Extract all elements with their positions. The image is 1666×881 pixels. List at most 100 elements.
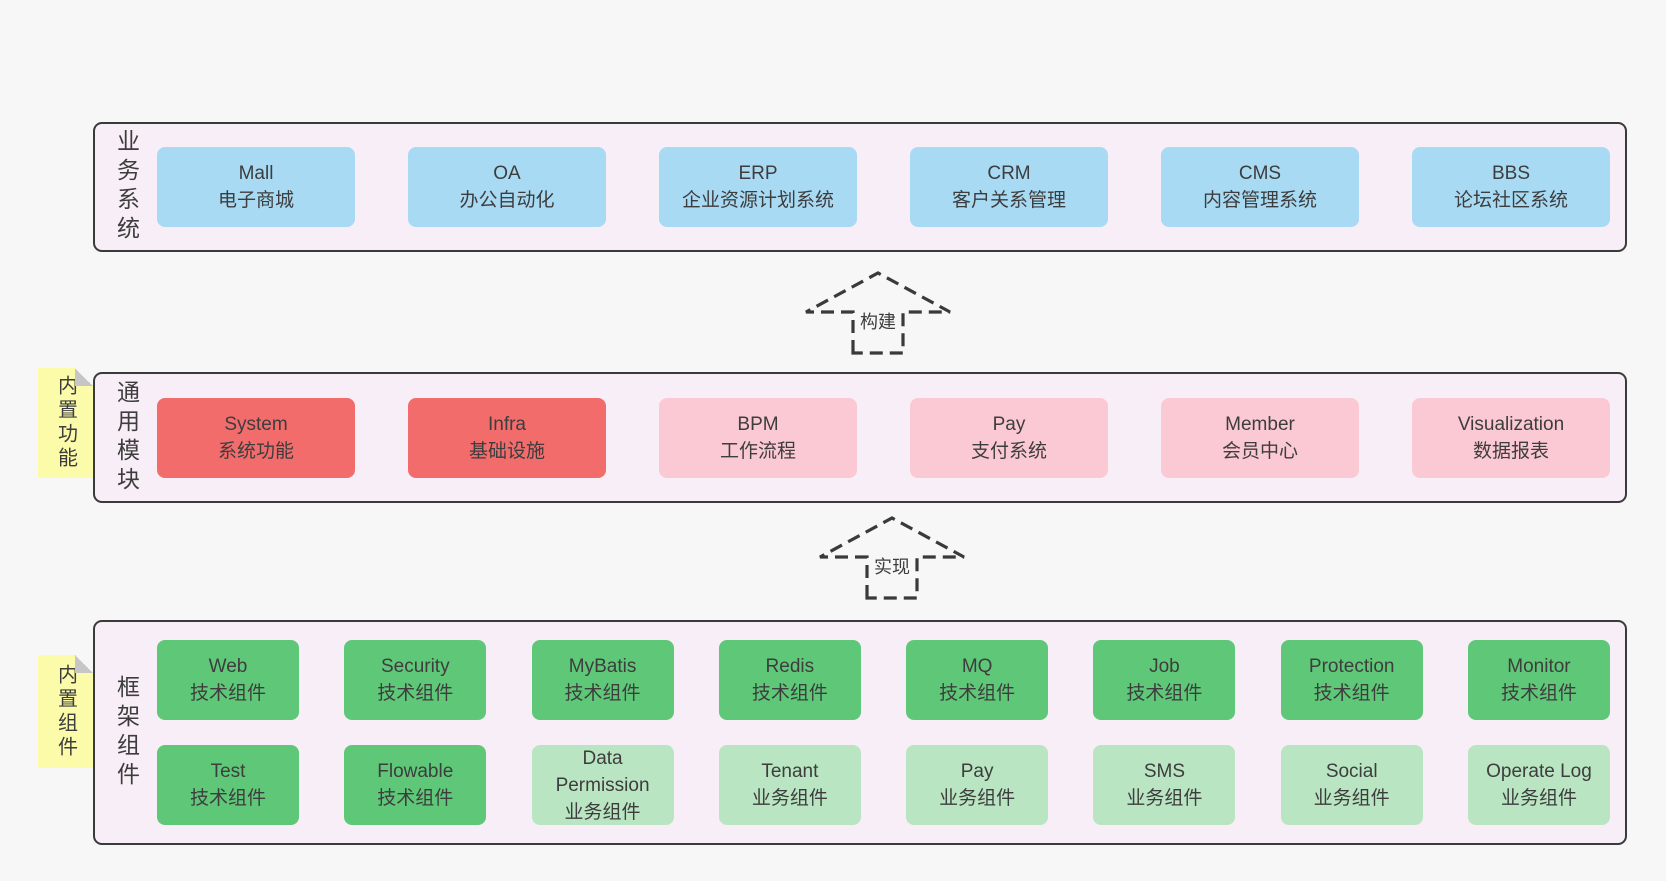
box-subtitle: 业务组件 <box>939 788 1016 809</box>
box-title: Protection <box>1308 656 1395 677</box>
box-subtitle: 技术组件 <box>377 788 454 809</box>
arrow-implement: 实现 <box>817 515 967 601</box>
box-title: Member <box>1225 413 1295 435</box>
arrow-build: 构建 <box>803 270 953 356</box>
box-title: SMS <box>1143 761 1185 782</box>
box-bpm: BPM 工作流程 <box>659 397 857 478</box>
box-subtitle: 业务组件 <box>751 788 828 809</box>
box-monitor: Monitor 技术组件 <box>1467 640 1610 720</box>
component-row-1: Web 技术组件 Security 技术组件 MyBatis 技术组件 Redi… <box>157 640 1610 720</box>
business-boxes: Mall 电子商城 OA 办公自动化 ERP 企业资源计划系统 CRM 客户关系… <box>157 124 1625 250</box>
layer-framework-components: 框架组件 Web 技术组件 Security 技术组件 MyBatis 技术组件… <box>93 620 1627 845</box>
layer-label-text: 业务系统 <box>113 129 140 245</box>
note-text: 内置组件 <box>54 663 77 760</box>
box-mall: Mall 电子商城 <box>157 147 355 227</box>
box-mybatis: MyBatis 技术组件 <box>531 640 674 720</box>
box-cms: CMS 内容管理系统 <box>1161 147 1359 227</box>
box-title: BBS <box>1491 163 1531 184</box>
box-subtitle: 技术组件 <box>1313 683 1390 704</box>
up-arrow-icon <box>805 271 951 355</box>
box-subtitle: 企业资源计划系统 <box>681 190 834 211</box>
arrow-implement-label: 实现 <box>871 555 913 579</box>
box-title: CMS <box>1238 163 1282 184</box>
box-subtitle: 业务组件 <box>564 801 641 823</box>
layer-label-text: 框架组件 <box>113 674 140 791</box>
box-subtitle: 数据报表 <box>1472 440 1549 462</box>
box-title: Web <box>208 656 248 677</box>
box-subtitle: 业务组件 <box>1313 788 1390 809</box>
box-title: OA <box>493 163 521 184</box>
layer-label-modules: 通用模块 <box>95 374 157 501</box>
box-title: ERP <box>738 163 778 184</box>
box-title: Pay <box>992 413 1026 435</box>
box-protection: Protection 技术组件 <box>1280 640 1423 720</box>
box-data-permission: Data Permission 业务组件 <box>531 745 674 825</box>
box-subtitle: 基础设施 <box>468 440 545 462</box>
box-subtitle: 业务组件 <box>1500 788 1577 809</box>
box-job: Job 技术组件 <box>1093 640 1236 720</box>
box-title: Infra <box>487 413 527 435</box>
box-subtitle: 技术组件 <box>564 683 641 704</box>
box-title: MQ <box>961 656 993 677</box>
box-subtitle: 系统功能 <box>217 440 294 462</box>
box-title: System <box>224 413 288 435</box>
layer-common-modules: 通用模块 System 系统功能 Infra 基础设施 BPM 工作流程 Pay… <box>93 372 1627 503</box>
box-subtitle: 内容管理系统 <box>1202 190 1317 211</box>
layer-business-systems: 业务系统 Mall 电子商城 OA 办公自动化 ERP 企业资源计划系统 CRM… <box>93 122 1627 252</box>
box-test: Test 技术组件 <box>157 745 299 825</box>
box-web: Web 技术组件 <box>157 640 299 720</box>
box-title: Monitor <box>1507 656 1571 677</box>
box-title: Social <box>1325 761 1378 782</box>
box-tenant: Tenant 业务组件 <box>718 745 861 825</box>
box-title: BPM <box>737 413 779 435</box>
note-fold-corner-icon <box>75 655 93 673</box>
box-title: Operate Log <box>1486 761 1592 782</box>
box-pay-module: Pay 支付系统 <box>910 397 1108 478</box>
box-visualization: Visualization 数据报表 <box>1412 397 1610 478</box>
box-subtitle: 技术组件 <box>377 683 454 704</box>
note-fold-corner-icon <box>75 368 93 386</box>
box-infra: Infra 基础设施 <box>408 397 606 478</box>
box-title: Job <box>1149 656 1180 677</box>
box-crm: CRM 客户关系管理 <box>910 147 1108 227</box>
box-title: Redis <box>765 656 815 677</box>
box-title: Data Permission <box>555 747 650 796</box>
business-row: Mall 电子商城 OA 办公自动化 ERP 企业资源计划系统 CRM 客户关系… <box>157 147 1610 227</box>
module-boxes: System 系统功能 Infra 基础设施 BPM 工作流程 Pay 支付系统… <box>157 374 1625 501</box>
box-subtitle: 会员中心 <box>1221 440 1298 462</box>
box-subtitle: 电子商城 <box>217 190 294 211</box>
box-subtitle: 支付系统 <box>970 440 1047 462</box>
box-title: Flowable <box>377 761 454 782</box>
box-erp: ERP 企业资源计划系统 <box>659 147 857 227</box>
up-arrow-icon <box>819 516 965 600</box>
sticky-note-built-in-components: 内置组件 <box>38 655 93 768</box>
note-text: 内置功能 <box>54 375 77 471</box>
arrow-build-label: 构建 <box>857 310 899 334</box>
box-title: MyBatis <box>568 656 637 677</box>
layer-label-components: 框架组件 <box>95 622 157 843</box>
box-title: Security <box>380 656 450 677</box>
box-subtitle: 论坛社区系统 <box>1453 190 1568 211</box>
component-row-2: Test 技术组件 Flowable 技术组件 Data Permission … <box>157 745 1610 825</box>
box-title: CRM <box>987 163 1031 184</box>
box-subtitle: 工作流程 <box>719 440 796 462</box>
box-subtitle: 客户关系管理 <box>951 190 1066 211</box>
box-member: Member 会员中心 <box>1161 397 1359 478</box>
box-subtitle: 业务组件 <box>1126 788 1203 809</box>
box-sms: SMS 业务组件 <box>1093 745 1236 825</box>
box-subtitle: 技术组件 <box>189 788 266 809</box>
box-redis: Redis 技术组件 <box>718 640 861 720</box>
module-row: System 系统功能 Infra 基础设施 BPM 工作流程 Pay 支付系统… <box>157 397 1610 478</box>
component-boxes: Web 技术组件 Security 技术组件 MyBatis 技术组件 Redi… <box>157 622 1625 843</box>
box-subtitle: 技术组件 <box>939 683 1016 704</box>
box-pay-component: Pay 业务组件 <box>906 745 1049 825</box>
box-oa: OA 办公自动化 <box>408 147 606 227</box>
layer-label-text: 通用模块 <box>113 379 140 496</box>
box-title: Visualization <box>1457 413 1565 435</box>
box-title: Mall <box>238 163 274 184</box>
box-system: System 系统功能 <box>157 397 355 478</box>
box-subtitle: 技术组件 <box>751 683 828 704</box>
box-title: Tenant <box>761 761 819 782</box>
box-subtitle: 技术组件 <box>189 683 266 704</box>
